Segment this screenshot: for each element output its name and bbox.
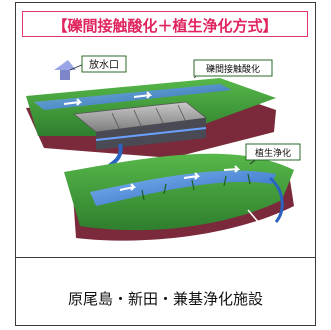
label-outlet: 放水口 bbox=[69, 55, 127, 73]
label-outlet-text: 放水口 bbox=[89, 58, 119, 71]
label-gravel-contact: 礫間接触酸化 bbox=[193, 59, 273, 79]
diagram-title: 【礫間接触酸化＋植生浄化方式】 bbox=[52, 17, 278, 35]
label-gravel-contact-text: 礫間接触酸化 bbox=[206, 63, 260, 75]
vegetation-channel bbox=[90, 165, 276, 206]
caption-divider bbox=[16, 257, 315, 258]
label-vegetation: 植生浄化 bbox=[245, 143, 301, 165]
gravel-contact-tank bbox=[73, 101, 207, 150]
plants bbox=[141, 173, 251, 201]
title-box: 【礫間接触酸化＋植生浄化方式】 bbox=[22, 11, 308, 37]
outlet-structure bbox=[54, 60, 76, 80]
label-vegetation-text: 植生浄化 bbox=[255, 147, 291, 159]
purification-facility-illustration: 放水口 礫間接触酸化 植生浄化 bbox=[26, 55, 301, 241]
facility-caption: 原尾島・新田・兼基浄化施設 bbox=[67, 290, 263, 308]
